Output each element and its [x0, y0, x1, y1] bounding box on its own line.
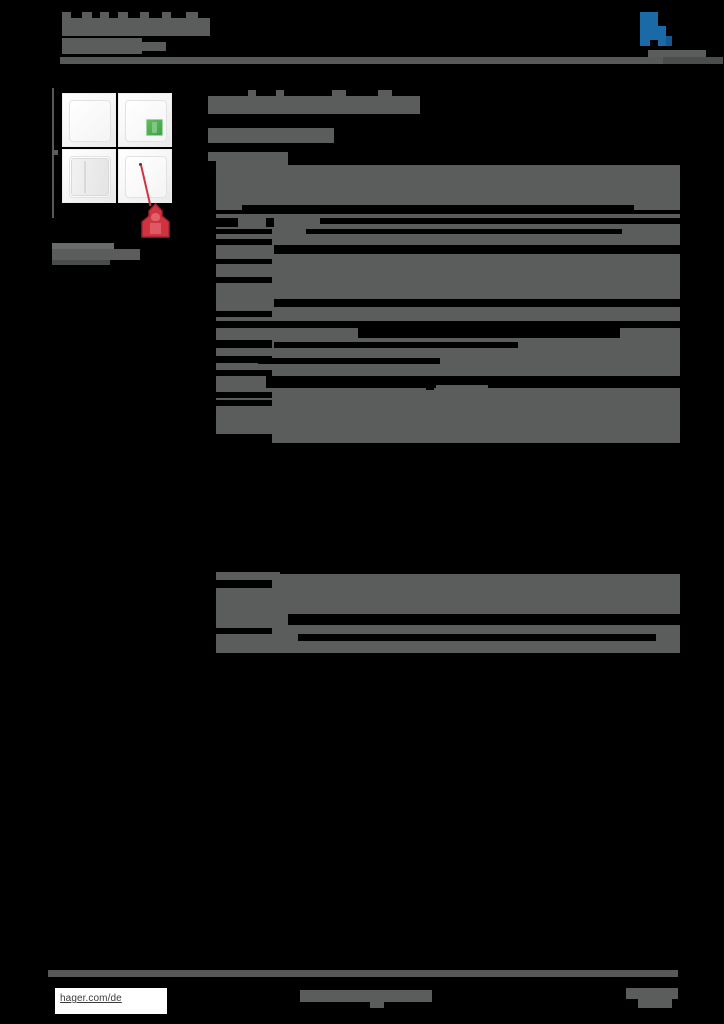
- table2-row-gap-7: [266, 376, 680, 388]
- page-header: [0, 0, 724, 72]
- indicator-plate: [118, 93, 172, 147]
- table2-row-gap-4: [216, 356, 272, 363]
- table1-row-gap-6: [216, 229, 272, 234]
- table3-row-gap-3: [216, 580, 272, 588]
- page-title-ascender-2: [276, 90, 284, 98]
- table3-row-gap-2: [280, 558, 680, 574]
- table2-row-gap-3: [274, 342, 518, 348]
- table1-row-gap-8: [216, 239, 272, 245]
- table1-row-gap-4: [266, 218, 274, 227]
- green-indicator-icon: [146, 119, 163, 136]
- specifications-table-1: [208, 161, 680, 321]
- table2-row-gap-1: [358, 328, 620, 338]
- switch-plate-grid: [62, 93, 172, 238]
- page-footer: [0, 964, 724, 1024]
- rocker-switch-icon: [71, 158, 109, 196]
- footer-url-box: [55, 988, 167, 1014]
- header-divider: [60, 57, 723, 64]
- table3-row-gap-4: [288, 614, 680, 625]
- table1-row-gap-13: [216, 311, 272, 317]
- page-title-redacted: [208, 96, 420, 114]
- header-right-redacted: [648, 50, 706, 57]
- header-title-ascender-4: [118, 12, 128, 19]
- table1-row-gap-5: [320, 218, 680, 224]
- table-island-fragment: [436, 385, 488, 389]
- blank-plate-inner: [69, 100, 111, 142]
- table1-row-gap-10: [216, 259, 272, 264]
- section-heading-redacted: [208, 152, 288, 163]
- footer-url-link[interactable]: hager.com/de: [60, 993, 122, 1004]
- header-title-ascender-1: [62, 12, 71, 19]
- table2-row-gap-8: [216, 392, 272, 398]
- table2-row-gap-9: [216, 400, 272, 406]
- footer-center-redacted-2: [370, 1000, 384, 1008]
- table-knockout-island: [426, 382, 434, 390]
- table1-row-gap-1: [242, 205, 634, 210]
- table3-row-gap-6: [298, 634, 656, 641]
- header-title-ascender-5: [140, 12, 149, 19]
- hager-logo: [638, 10, 678, 50]
- header-title-ascender-3: [100, 12, 109, 19]
- header-title-ascender-2: [82, 12, 92, 19]
- rocker-switch-plate: [62, 149, 116, 203]
- figure-caption-line-2: [52, 249, 140, 260]
- table2-row-gap-5: [258, 358, 440, 364]
- table2-row-gap-2: [216, 340, 272, 348]
- table3-top-gap: [218, 558, 680, 562]
- page-title-ascender-4: [378, 90, 392, 98]
- product-figure: [52, 88, 182, 265]
- header-divider-cap: [663, 57, 723, 64]
- header-subtitle-tail: [142, 42, 166, 51]
- pull-cord-plate: [118, 149, 172, 238]
- table1-edge-left: [208, 161, 216, 321]
- blank-plate: [62, 93, 116, 147]
- table1-row-gap-9: [274, 245, 680, 254]
- table1-row-gap-12: [274, 299, 680, 307]
- header-subtitle-redacted: [62, 38, 142, 54]
- figure-rule-tick: [52, 150, 58, 155]
- table1-row-gap-2: [216, 210, 680, 214]
- page-title-ascender-1: [248, 90, 256, 98]
- table2-row-gap-6: [216, 370, 272, 376]
- figure-caption-line-1: [52, 243, 114, 249]
- table3-edge-left: [208, 558, 216, 653]
- table1-row-gap-3: [216, 218, 238, 227]
- header-title-redacted: [62, 18, 210, 36]
- header-title-ascender-6: [162, 12, 171, 19]
- table1-row-gap-11: [216, 277, 272, 283]
- table2-row-gap-10: [216, 434, 272, 443]
- table1-header-gap: [288, 161, 680, 165]
- footer-right-redacted: [626, 988, 678, 999]
- table3-row-gap-5: [216, 628, 272, 634]
- cord-anchor-icon: [139, 163, 142, 166]
- pull-cord-handle-icon: [139, 203, 172, 239]
- footer-center-redacted: [300, 990, 432, 1002]
- specifications-table-3: [208, 558, 680, 653]
- footer-right-redacted-2: [638, 999, 672, 1008]
- page-subtitle-redacted: [208, 128, 334, 143]
- figure-caption-line-3: [52, 260, 110, 265]
- footer-divider: [48, 970, 678, 977]
- table2-edge-left: [208, 328, 216, 443]
- table1-row-gap-7: [306, 229, 622, 234]
- header-title-ascender-7: [186, 12, 198, 19]
- page-title-ascender-3: [332, 90, 346, 98]
